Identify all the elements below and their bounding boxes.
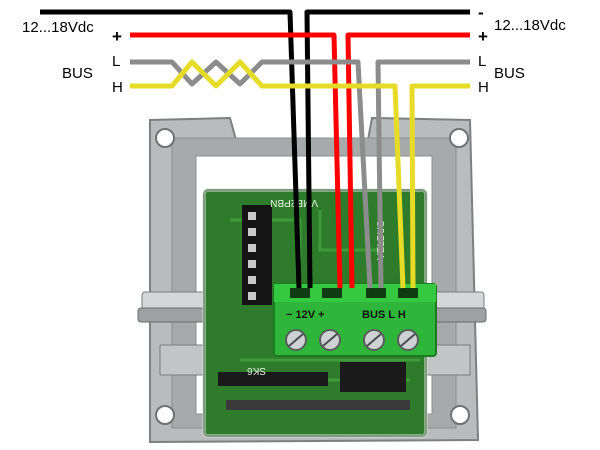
wire-plus-right (345, 32, 470, 289)
left-bus-l-label: L (112, 53, 120, 70)
silk-sk6: SK6 (247, 365, 266, 376)
right-minus-label: - (478, 3, 484, 22)
left-bus-h-label: H (112, 79, 123, 96)
right-bus-l-label: L (478, 53, 486, 70)
right-voltage-label: 12...18Vdc (494, 17, 566, 34)
right-bus-h-label: H (478, 79, 489, 96)
left-minus-label: - (112, 3, 118, 22)
screw-icon (363, 329, 385, 351)
wire-bus-l-right (375, 59, 470, 289)
wire-minus-left (40, 9, 302, 289)
bottom-connector (218, 362, 410, 410)
pin-header (242, 205, 272, 305)
screw-icon (319, 329, 341, 351)
wire-bus-h-left (130, 59, 406, 289)
screw-icon (285, 329, 307, 351)
left-bus-label: BUS (62, 65, 93, 82)
left-labels: - 12...18Vdc + L BUS H (22, 3, 123, 96)
wire-plus (130, 32, 470, 289)
wire-minus (40, 9, 470, 289)
right-labels: - 12...18Vdc + L BUS H (478, 3, 566, 96)
wire-bus-h-right (409, 83, 470, 289)
right-bus-label: BUS (494, 65, 525, 82)
wire-bus-h (130, 59, 470, 289)
terminal-block: − 12V + BUS L H (273, 283, 437, 357)
terminal-label-bus: BUS L H (362, 309, 406, 321)
terminal-label-power: − 12V + (286, 309, 325, 321)
left-voltage-label: 12...18Vdc (22, 19, 94, 36)
wire-plus-left (130, 32, 343, 289)
right-plus-label: + (478, 27, 488, 46)
left-plus-label: + (112, 27, 122, 46)
wire-minus-right (304, 9, 470, 289)
screw-icon (397, 329, 419, 351)
